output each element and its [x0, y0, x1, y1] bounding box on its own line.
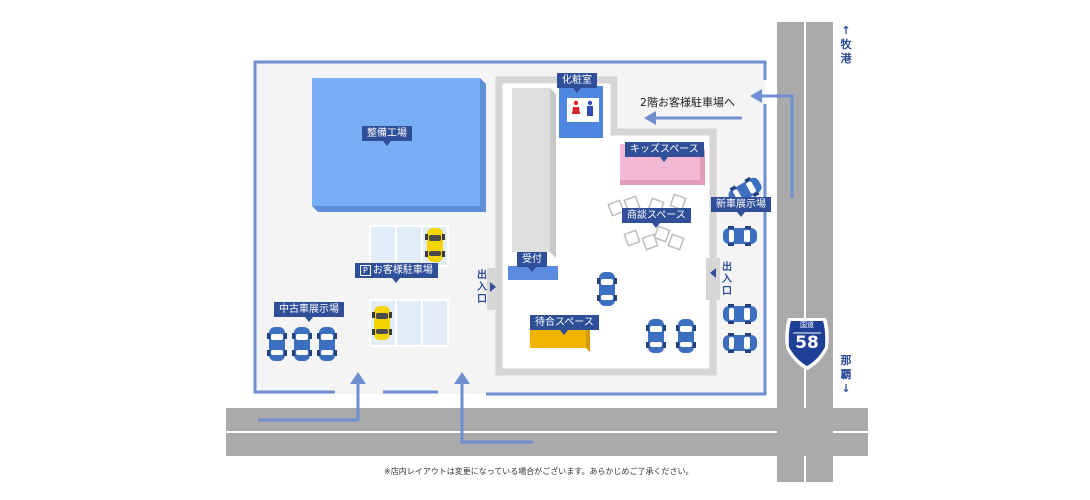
entrance-right-label: 出 入 口: [722, 262, 732, 297]
entrance-left-label: 出 入 口: [477, 270, 487, 305]
new-car-3: [723, 304, 757, 324]
showroom-car-1: [597, 272, 617, 306]
access-arrowheads: [350, 89, 762, 384]
used-car-2: [292, 327, 312, 361]
arrow-up-icon: ↑: [841, 24, 851, 37]
south-direction: 那 覇 ↓: [840, 354, 852, 395]
north-direction: ↑ 牧 港: [840, 24, 852, 65]
counter-column-side: [550, 88, 556, 258]
entrance-left-arrow: [490, 282, 496, 292]
showroom-car-3: [676, 319, 696, 353]
entrance-right-gate: [706, 258, 720, 300]
kids-space-label: キッズスペース: [625, 142, 704, 162]
arrow-down-icon: ↓: [841, 382, 851, 395]
meeting-tables: [607, 193, 687, 251]
counter-column: [512, 88, 550, 252]
new-car-4: [723, 333, 757, 353]
restroom-sign: [567, 98, 599, 122]
meeting-space-label: 商談スペース: [622, 208, 691, 228]
access-arrows: [258, 94, 794, 444]
route-number: 58: [795, 333, 819, 353]
layout-note: ※店内レイアウトは変更になっている場合がございます。あらかじめご了承ください。: [384, 467, 694, 476]
floor2-parking-label: 2階お客様駐車場へ: [640, 96, 735, 109]
waiting-space-label: 待合スペース: [530, 315, 599, 335]
lot-outline-left: [253, 60, 767, 394]
restroom-label: 化粧室: [557, 73, 597, 93]
customer-car-2: [372, 306, 392, 340]
maintenance-label: 整備工場: [362, 126, 412, 146]
new-car-2: [723, 226, 757, 246]
parking-icon: P: [360, 265, 371, 276]
customer-car-1: [425, 228, 445, 262]
customer-parking-text: お客様駐車場: [372, 265, 433, 276]
male-icon: [587, 100, 593, 106]
maintenance-building: [312, 78, 480, 206]
used-cars-label: 中古車展示場: [274, 302, 344, 322]
reception-counter: [508, 266, 558, 280]
entrance-right-arrow: [710, 268, 716, 278]
reception-label: 受付: [517, 252, 547, 272]
new-cars-label: 新車展示場: [711, 197, 771, 217]
used-car-3: [317, 327, 337, 361]
used-car-1: [267, 327, 287, 361]
road-intersection: [777, 408, 833, 456]
route-label: 国道: [800, 321, 814, 329]
route-58-shield: [785, 318, 829, 370]
female-icon: [573, 100, 579, 106]
showroom-car-2: [646, 319, 666, 353]
